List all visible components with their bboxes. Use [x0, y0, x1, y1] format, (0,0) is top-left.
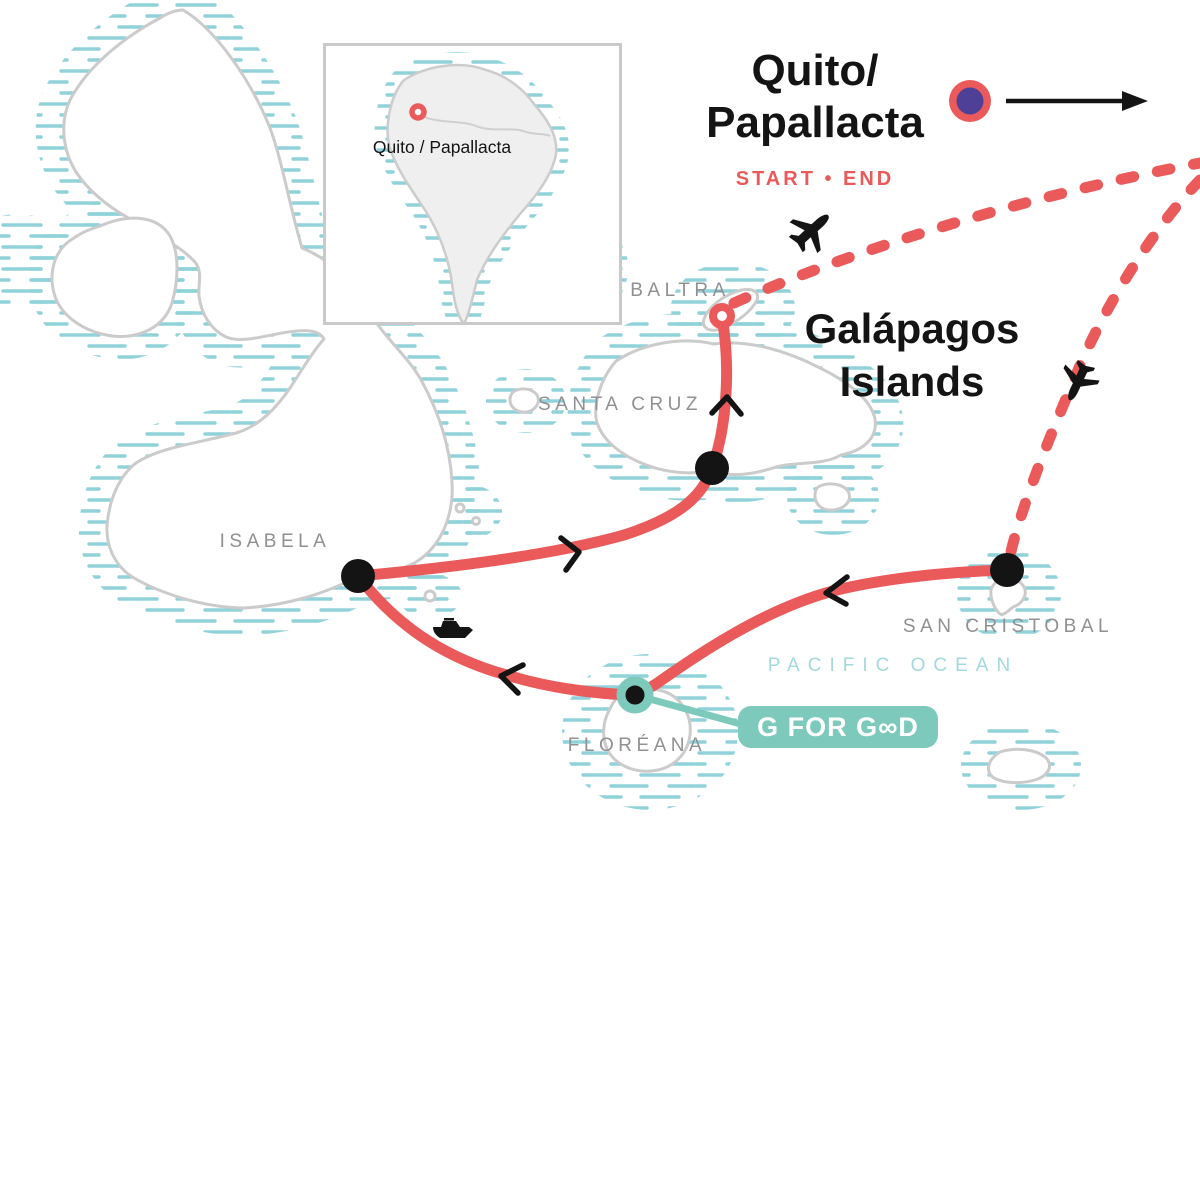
- stop-dot-floreana-g-for-good: [616, 676, 654, 714]
- island-santa-fe: [813, 482, 852, 512]
- legend-start-end-label: START • END: [735, 168, 895, 190]
- inset-locator-map: Quito / Papallacta: [323, 43, 622, 348]
- chevron-right-icon: [558, 535, 582, 573]
- arrow-icon: [1122, 91, 1148, 111]
- legend-start-end-marker: [949, 80, 1148, 122]
- inset-map-canvas: [374, 52, 570, 348]
- boat-icon: [433, 618, 473, 638]
- chevron-left-icon: [498, 662, 526, 696]
- plane-icon: [781, 199, 843, 261]
- legend-title-line2: Papallacta: [706, 98, 924, 147]
- island-label-san-cristobal: SAN CRISTOBAL: [902, 616, 1114, 637]
- flight-route-baltra-to-quito: [728, 157, 1200, 309]
- island-pinzon: [508, 387, 540, 414]
- islet: [454, 502, 466, 514]
- island-fernandina: [50, 216, 179, 338]
- island-san-cristobal: [989, 577, 1027, 616]
- island-label-baltra: BALTRA: [630, 280, 730, 301]
- ocean-label: PACIFIC OCEAN: [767, 655, 1019, 676]
- island-label-santa-cruz: SANTA CRUZ: [538, 394, 702, 415]
- river-line: [420, 115, 551, 137]
- route-santa-cruz-isabela: [352, 462, 718, 582]
- legend-title-line1: Quito/: [751, 46, 879, 95]
- flight-route-quito-to-san-cristobal: [1001, 174, 1200, 576]
- region-title-line2: Islands: [839, 358, 985, 405]
- g-for-good-badge: G FOR G∞D: [738, 706, 938, 748]
- inset-quito-marker: [409, 103, 427, 121]
- islet: [423, 589, 437, 603]
- region-title-line1: Galápagos: [804, 305, 1020, 352]
- island-espanola: [987, 747, 1051, 785]
- badge-connector-line: [631, 691, 752, 730]
- chevron-left-icon: [823, 574, 850, 607]
- island-label-floreana: FLORÉANA: [567, 735, 707, 756]
- route-direction-chevrons: [498, 394, 850, 696]
- stop-dot-isabela: [341, 559, 375, 593]
- inset-quito-label: Quito / Papallacta: [372, 137, 512, 157]
- route-isabela-floreana: [352, 570, 641, 701]
- island-label-isabela: ISABELA: [219, 531, 331, 552]
- stop-ring-baltra: [709, 303, 735, 329]
- chevron-up-icon: [709, 394, 744, 417]
- islet: [471, 516, 481, 526]
- stop-dot-san-cristobal: [990, 553, 1024, 587]
- south-america-outline: [386, 63, 558, 327]
- flight-routes-dashed: [728, 157, 1200, 576]
- stop-dot-santa-cruz: [695, 451, 729, 485]
